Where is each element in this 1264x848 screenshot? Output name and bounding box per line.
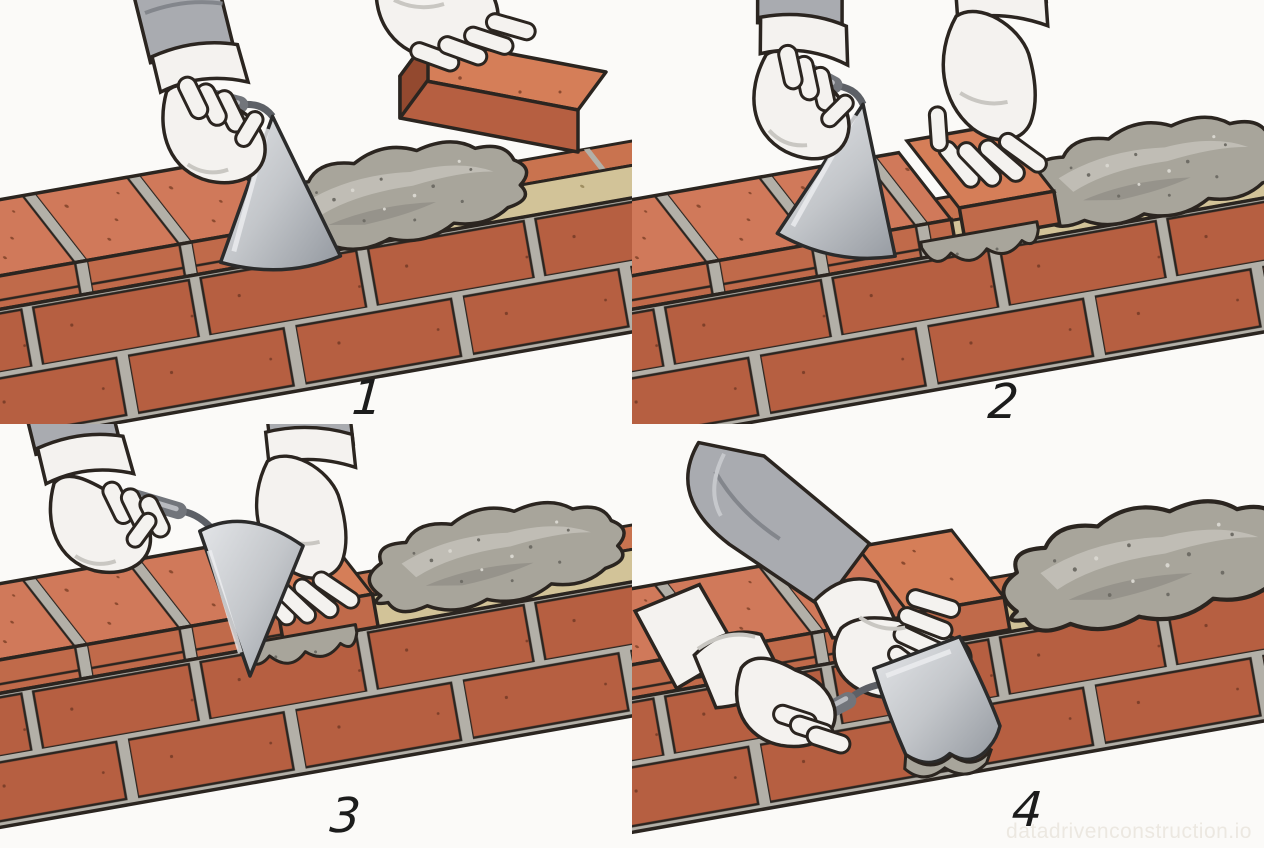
gloved-hand-holding-brick [354,0,608,154]
step-3-panel: 3 [0,424,632,848]
step-3-label: 3 [328,788,363,844]
watermark: datadrivenconstruction.io [1006,820,1252,843]
step-2-panel: 2 [632,0,1264,424]
step-1-label: 1 [350,370,385,424]
step-1-panel: 1 [0,0,632,424]
step-4-illustration [632,424,1264,848]
step-2-illustration [632,0,1264,424]
step-1-illustration [0,0,632,424]
step-4-panel: 4 [632,424,1264,848]
step-3-illustration [0,424,632,848]
step-2-label: 2 [986,374,1021,424]
